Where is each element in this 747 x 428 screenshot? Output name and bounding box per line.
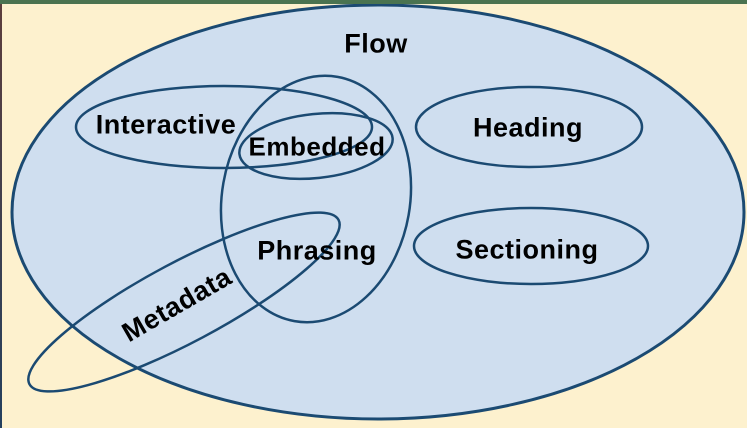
embedded-label: Embedded: [248, 131, 386, 162]
metadata-ellipse: [27, 211, 341, 393]
sectioning-label: Sectioning: [455, 234, 599, 265]
interactive-label: Interactive: [95, 109, 237, 140]
phrasing-label: Phrasing: [257, 235, 377, 266]
frame-left-edge: [0, 0, 2, 428]
frame-top-edge: [0, 0, 747, 4]
embedded-ellipse: [238, 111, 394, 181]
sectioning-ellipse: [412, 206, 650, 286]
flow-label: Flow: [344, 28, 408, 59]
phrasing-ellipse: [219, 74, 413, 324]
interactive-ellipse: [74, 84, 374, 170]
heading-ellipse: [414, 85, 644, 169]
heading-label: Heading: [472, 112, 584, 143]
flow-ellipse: [10, 3, 746, 421]
